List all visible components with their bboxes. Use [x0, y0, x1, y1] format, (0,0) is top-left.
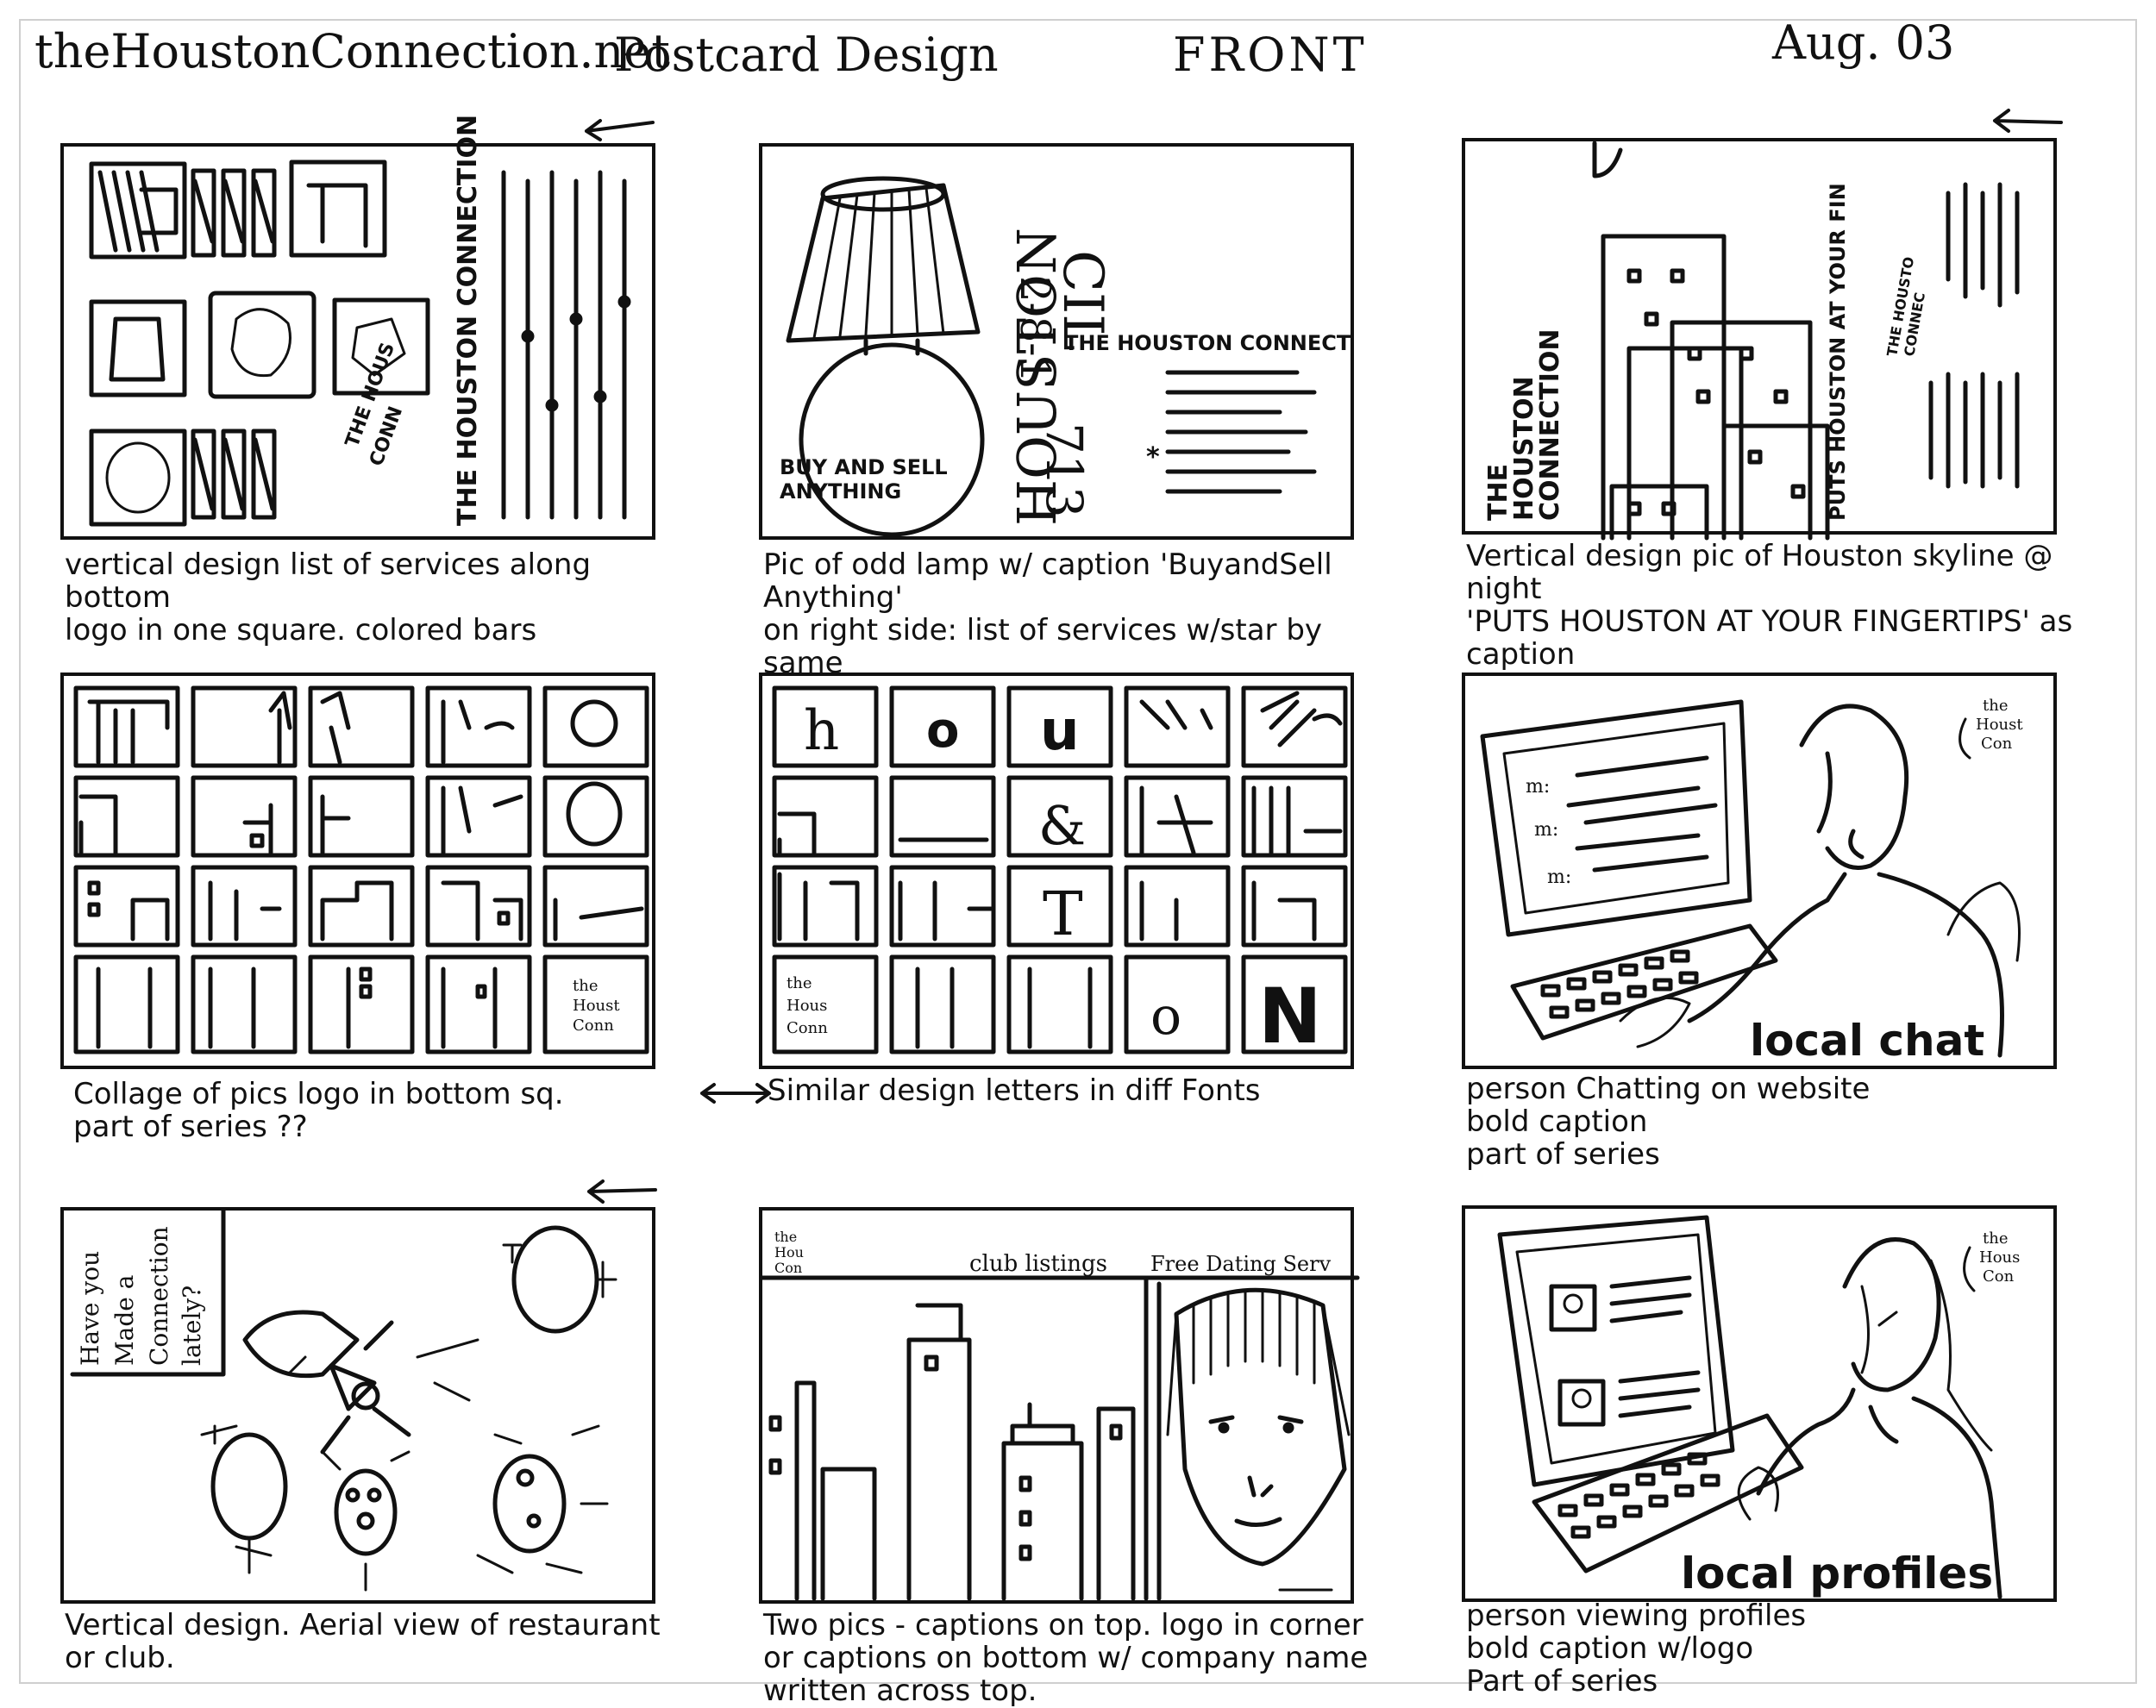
svg-text:Conn: Conn — [787, 1019, 828, 1037]
svg-text:the: the — [573, 977, 598, 995]
svg-text:2-8-1: 2-8-1 — [1011, 276, 1059, 383]
svg-text:HOUSTON: HOUSTON — [1006, 228, 1069, 526]
date-label: Aug. 03 — [1772, 16, 1955, 70]
svg-text:Have you: Have you — [76, 1251, 104, 1366]
postcard-sketch-4: the Houst Conn — [60, 673, 655, 1069]
postcard-sketch-8: the Hou Con club listings Free Dating Se… — [759, 1207, 1360, 1604]
postcard-sketch-9: the Hous Con local profiles — [1462, 1205, 2057, 1602]
postcard-sketch-6: m: m: m: the Houst Con local chat — [1462, 673, 2057, 1069]
panel-8-caption: Two pics - captions on top. logo in corn… — [763, 1608, 1369, 1708]
svg-text:ANYTHING: ANYTHING — [780, 479, 901, 504]
svg-text:the: the — [1983, 697, 2008, 715]
svg-text:the: the — [774, 1229, 797, 1245]
svg-text:Houst: Houst — [573, 997, 620, 1015]
svg-text:Connection: Connection — [145, 1226, 173, 1366]
arrow-left-icon — [585, 119, 655, 141]
side-label: FRONT — [1173, 28, 1368, 82]
svg-text:lately?: lately? — [178, 1286, 206, 1366]
svg-text:CONNECTION: CONNECTION — [1535, 329, 1565, 521]
svg-text:BUY AND SELL: BUY AND SELL — [780, 455, 948, 479]
svg-text:Made a: Made a — [110, 1275, 139, 1366]
letter-n: N — [1258, 972, 1322, 1060]
svg-text:m:: m: — [1547, 867, 1571, 888]
svg-text:PUTS HOUSTON AT YOUR FIN: PUTS HOUSTON AT YOUR FIN — [1826, 183, 1850, 521]
svg-text:*: * — [1146, 442, 1160, 472]
svg-text:THE HOUSTON CONNECTION: THE HOUSTON CONNECTION — [453, 115, 483, 526]
svg-text:Con: Con — [774, 1260, 802, 1276]
panel-5-caption: Similar design letters in diff Fonts — [768, 1073, 1261, 1108]
svg-text:Con: Con — [1983, 1267, 2015, 1286]
panel-9-bold-caption: local profiles — [1681, 1548, 1993, 1599]
arrow-left-icon — [1993, 109, 2063, 133]
club-listings-label: club listings — [969, 1251, 1107, 1277]
postcard-sketch-2: HOUSTON 2-8-1 CIL 713 THE HOUSTON CONNEC… — [759, 143, 1354, 540]
postcard-sketch-1: THE HOUS CONN THE HOUSTON CONNECTION — [60, 115, 655, 540]
svg-text:Con: Con — [1981, 735, 2013, 753]
letter-o: o — [926, 703, 959, 759]
panel-1-caption: vertical design list of services along b… — [65, 547, 592, 648]
postcard-sketch-3: THE HOUSTON CONNECTION PUTS HOUSTON AT Y… — [1462, 138, 2057, 541]
panel-6-bold-caption: local chat — [1750, 1016, 1984, 1066]
svg-text:Houst: Houst — [1976, 716, 2023, 734]
postcard-sketch-7: Have you Made a Connection lately? — [60, 1207, 655, 1604]
arrow-left-icon — [587, 1179, 657, 1204]
svg-text:the: the — [1983, 1229, 2008, 1248]
postcard-sketch-5: h o u & T o N the Hous Conn — [759, 673, 1354, 1069]
svg-text:Hous: Hous — [1979, 1248, 2020, 1267]
panel-4-caption: Collage of pics logo in bottom sq. part … — [73, 1077, 564, 1144]
letter-u: u — [1040, 699, 1080, 763]
panel-9-caption: person viewing profiles bold caption w/l… — [1466, 1599, 1807, 1699]
panel-6-caption: person Chatting on website bold caption … — [1466, 1072, 1871, 1172]
double-arrow-icon — [700, 1083, 771, 1104]
page-title: Postcard Design — [614, 28, 999, 82]
svg-text:713: 713 — [1035, 422, 1094, 518]
svg-text:Conn: Conn — [573, 1017, 614, 1035]
svg-text:the: the — [787, 974, 812, 992]
dating-label: Free Dating Serv — [1150, 1252, 1332, 1276]
svg-text:CIL: CIL — [1050, 250, 1114, 351]
svg-text:THE: THE — [1483, 464, 1514, 521]
sketch-sheet — [19, 19, 2137, 1684]
svg-text:HOUSTON: HOUSTON — [1509, 376, 1539, 521]
panel-7-caption: Vertical design. Aerial view of restaura… — [65, 1608, 661, 1675]
svg-text:m:: m: — [1526, 776, 1550, 798]
svg-text:Hous: Hous — [787, 997, 827, 1015]
letter-h: h — [804, 699, 839, 763]
letter-ampersand: & — [1038, 794, 1086, 857]
site-name: theHoustonConnection.net — [34, 24, 670, 78]
svg-text:m:: m: — [1534, 819, 1558, 841]
svg-text:Hou: Hou — [774, 1244, 804, 1261]
letter-t: T — [1043, 879, 1083, 949]
letter-o-2: o — [1150, 986, 1181, 1047]
panel-2-headline: THE HOUSTON CONNECT — [1064, 331, 1351, 355]
